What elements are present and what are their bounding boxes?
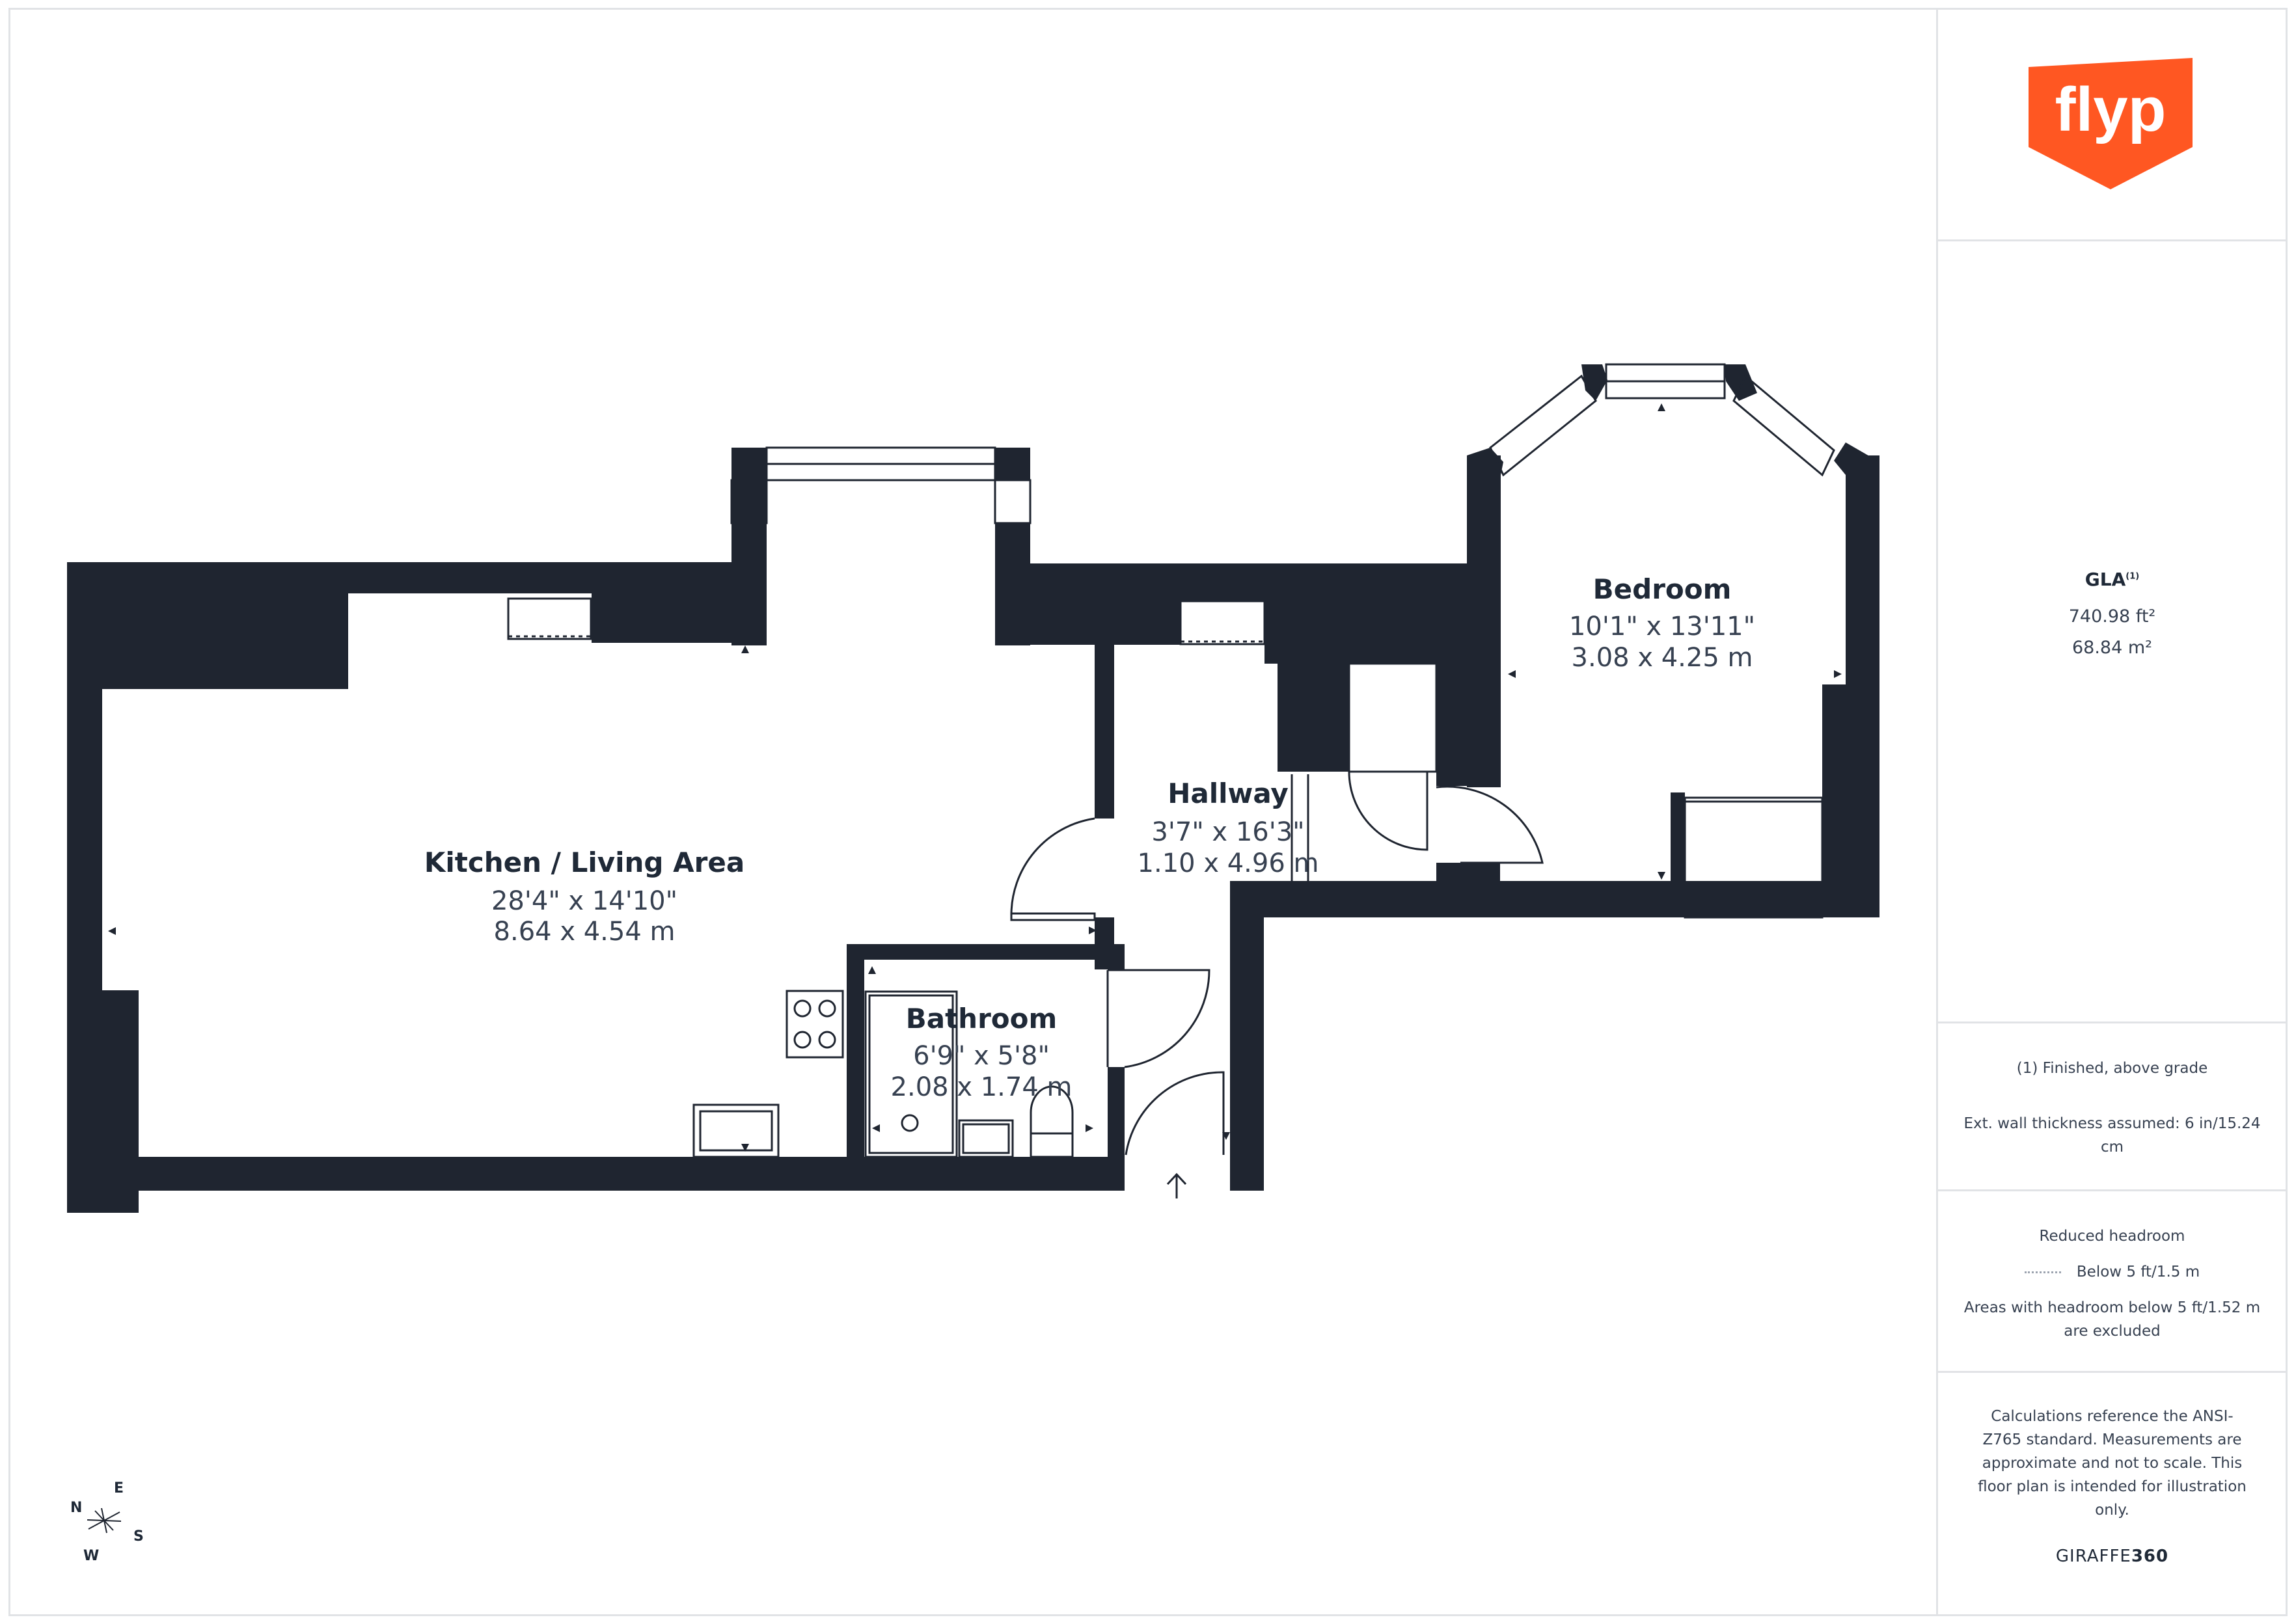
gla-area-ft: 740.98 ft² bbox=[2068, 606, 2156, 627]
divider bbox=[1937, 1371, 2288, 1373]
window bbox=[1489, 374, 1597, 477]
bathtub bbox=[864, 990, 958, 1158]
headroom-legend: Below 5 ft/1.5 m bbox=[1937, 1260, 2288, 1284]
wall bbox=[1671, 792, 1685, 917]
recess bbox=[1179, 600, 1266, 645]
wall bbox=[731, 484, 767, 645]
svg-text:flyp: flyp bbox=[2055, 75, 2166, 144]
wall bbox=[1467, 455, 1501, 787]
room-name: Bedroom bbox=[1593, 573, 1732, 605]
door-entry bbox=[1125, 1071, 1225, 1156]
sidebar: flyp GLA(1) 740.98 ft² 68.84 m² (1) Fini… bbox=[1937, 8, 2288, 1616]
wall bbox=[592, 562, 733, 643]
wall bbox=[1834, 442, 1879, 475]
note-wall-thickness: Ext. wall thickness assumed: 6 in/15.24 … bbox=[1963, 1115, 2261, 1156]
compass-n: N bbox=[70, 1500, 82, 1516]
room-dim-imperial: 3'7" x 16'3" bbox=[1151, 817, 1304, 847]
door-closet bbox=[1348, 771, 1428, 851]
wall bbox=[1822, 684, 1879, 917]
wall bbox=[67, 562, 348, 689]
wall bbox=[1581, 364, 1607, 401]
closet bbox=[1348, 662, 1438, 773]
wall bbox=[67, 1157, 1125, 1191]
flyp-logo: flyp bbox=[2029, 58, 2193, 189]
sidebar-divider bbox=[1936, 8, 1938, 1616]
wall bbox=[995, 448, 1030, 480]
wall bbox=[1436, 863, 1500, 895]
giraffe360-logo: GIRAFFE360 bbox=[2055, 1547, 2169, 1566]
wall bbox=[847, 944, 1125, 960]
compass-e: E bbox=[114, 1480, 124, 1496]
wardrobe bbox=[1684, 796, 1824, 919]
disclaimer: Calculations reference the ANSI-Z765 sta… bbox=[1978, 1408, 2247, 1519]
wall bbox=[995, 563, 1181, 645]
compass-s: S bbox=[133, 1528, 144, 1545]
room-dim-imperial: 6'9" x 5'8" bbox=[913, 1041, 1050, 1071]
wall bbox=[1108, 1067, 1125, 1191]
door-bathroom bbox=[1106, 969, 1210, 1068]
wall bbox=[1230, 881, 1264, 1191]
room-dim-metric: 2.08 x 1.74 m bbox=[891, 1072, 1073, 1102]
vanity bbox=[958, 1119, 1014, 1158]
headroom-title: Reduced headroom bbox=[2039, 1228, 2185, 1245]
divider bbox=[1937, 1189, 2288, 1191]
gla-title: GLA(1) bbox=[2084, 569, 2140, 590]
recess bbox=[507, 597, 592, 640]
wall bbox=[847, 944, 864, 1191]
floor-plan: Kitchen / Living Area 28'4" x 14'10" 8.6… bbox=[67, 363, 1879, 1564]
room-dim-metric: 8.64 x 4.54 m bbox=[494, 917, 676, 947]
toilet bbox=[1030, 1085, 1074, 1158]
plan-sheet-border bbox=[8, 8, 2288, 1616]
window bbox=[1732, 374, 1835, 477]
window bbox=[730, 479, 768, 524]
room-name: Hallway bbox=[1168, 778, 1289, 809]
window bbox=[994, 479, 1032, 524]
wall bbox=[1108, 944, 1125, 970]
wall bbox=[731, 448, 767, 480]
door-kitchen bbox=[1010, 817, 1095, 917]
wall bbox=[1095, 643, 1114, 819]
wall bbox=[1230, 881, 1879, 917]
wall bbox=[1725, 364, 1757, 401]
note-finished: (1) Finished, above grade bbox=[2016, 1060, 2208, 1077]
compass-icon: N E S W bbox=[70, 1480, 144, 1564]
door-bedroom bbox=[1436, 785, 1544, 864]
cooktop bbox=[786, 990, 844, 1059]
room-dim-metric: 1.10 x 4.96 m bbox=[1138, 848, 1319, 878]
kitchen-sink bbox=[692, 1103, 780, 1158]
room-dim-metric: 3.08 x 4.25 m bbox=[1572, 643, 1753, 673]
gla-area-m: 68.84 m² bbox=[2071, 638, 2152, 658]
wall bbox=[1278, 563, 1349, 772]
room-name: Kitchen / Living Area bbox=[424, 846, 745, 878]
headroom-excluded: Areas with headroom below 5 ft/1.52 m ar… bbox=[1963, 1299, 2261, 1340]
dotted-line-icon bbox=[2024, 1271, 2061, 1273]
room-dim-imperial: 28'4" x 14'10" bbox=[491, 886, 677, 916]
room-name: Bathroom bbox=[906, 1003, 1058, 1035]
divider bbox=[1937, 239, 2288, 241]
compass-w: W bbox=[83, 1548, 99, 1564]
room-dim-imperial: 10'1" x 13'11" bbox=[1569, 612, 1755, 642]
divider bbox=[1937, 1022, 2288, 1023]
